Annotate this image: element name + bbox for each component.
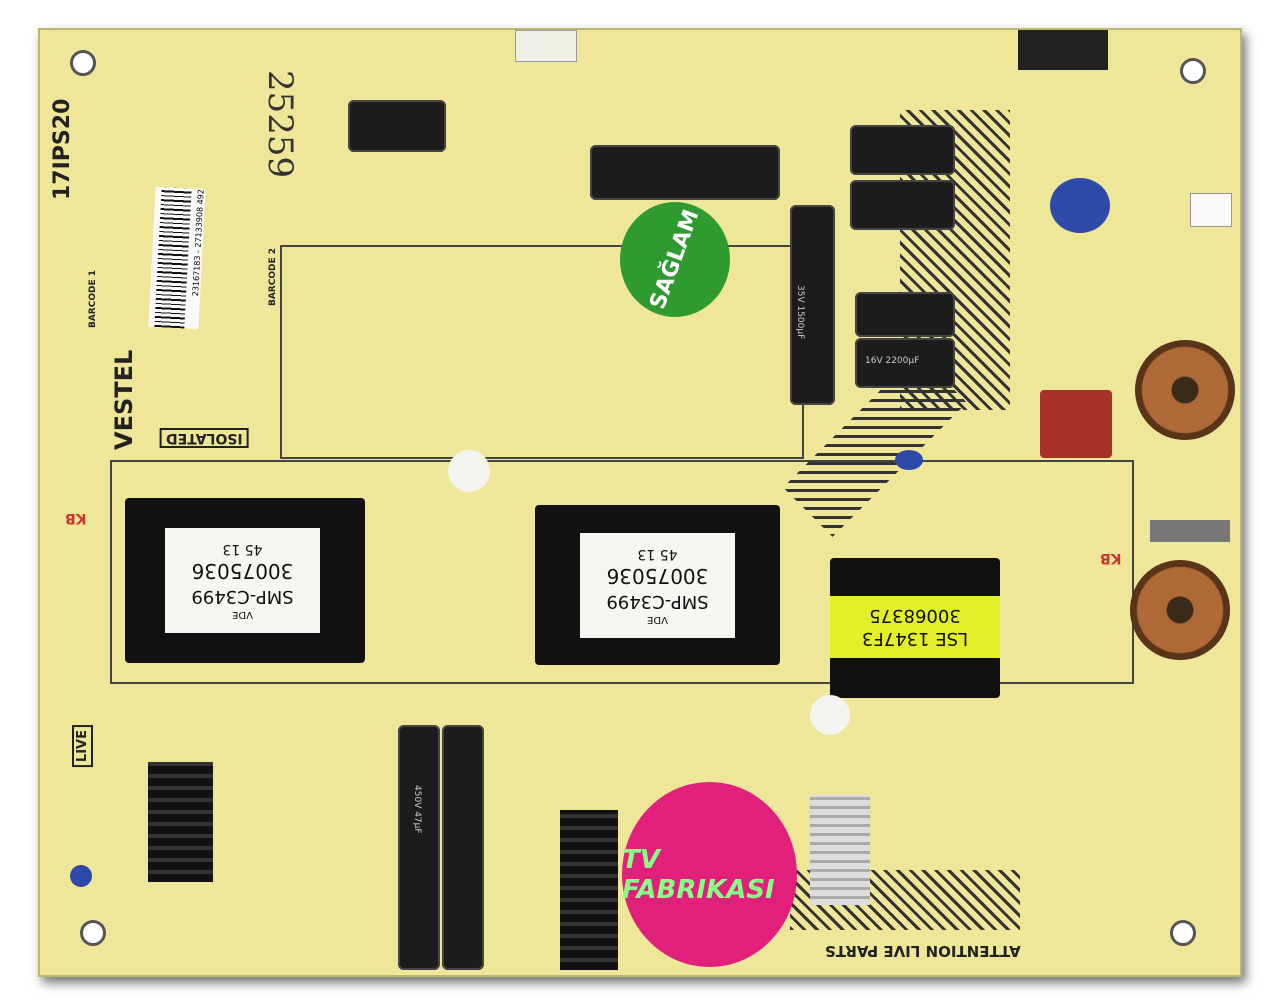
capacitor-rating: 35V 1500µF: [795, 285, 805, 340]
capacitor: [855, 292, 955, 337]
mounting-hole: [1180, 58, 1206, 84]
transformer-part: 30068375: [869, 605, 961, 626]
transformer-label: LSE 1347F3 30068375: [830, 596, 1000, 658]
spacer: [448, 450, 490, 492]
transformer-label: VDE SMP-C3499 30075036 45 13: [580, 533, 735, 638]
connector: [1018, 30, 1108, 70]
transformer-date: 45 13: [637, 546, 678, 563]
toroid-inductor: [1130, 560, 1230, 660]
barcode-1-label: BARCODE 1: [88, 270, 98, 329]
transformer-date: 45 13: [222, 541, 263, 558]
isolated-label: ISOLATED: [160, 428, 249, 448]
x-capacitor: [1040, 390, 1112, 458]
ok-sticker: SAĞLAM: [620, 202, 730, 317]
connector: [515, 30, 577, 62]
kb-marking: KB: [65, 510, 87, 526]
transformer-model: SMP-C3499: [191, 585, 294, 607]
transformer-part: 30075036: [606, 564, 709, 589]
transformer-label: VDE SMP-C3499 30075036 45 13: [165, 528, 320, 633]
live-label: LIVE: [72, 725, 93, 768]
varistor: [1050, 178, 1110, 233]
capacitor-rating: 16V 2200µF: [865, 356, 920, 366]
capacitor-450v: [442, 725, 484, 970]
transformer-model: LSE 1347F3: [861, 628, 969, 650]
heatsink: [810, 795, 870, 905]
transformer-model: SMP-C3499: [606, 590, 709, 612]
barcode-number: 23167183 - 27133908 492: [191, 188, 206, 297]
spacer: [810, 695, 850, 735]
kb-marking: KB: [1100, 550, 1122, 566]
ceramic-capacitor: [70, 865, 92, 887]
pcb-trace: [110, 460, 1134, 684]
vde-mark: VDE: [232, 608, 253, 620]
transformer: LSE 1347F3 30068375: [830, 558, 1000, 698]
mounting-hole: [1170, 920, 1196, 946]
connector: [1190, 193, 1232, 227]
capacitor-1500uf: 35V 1500µF: [790, 205, 835, 405]
heatsink: [148, 762, 213, 882]
transformer: VDE SMP-C3499 30075036 45 13: [535, 505, 780, 665]
capacitor-2200uf: 16V 2200µF: [855, 338, 955, 388]
capacitor: [590, 145, 780, 200]
ok-sticker-text: SAĞLAM: [645, 206, 705, 313]
capacitor-450v: 450V 47µF: [398, 725, 440, 970]
vde-mark: VDE: [647, 613, 668, 625]
connector: [1150, 520, 1230, 542]
capacitor: [348, 100, 446, 152]
capacitor-rating: 450V 47µF: [412, 785, 422, 834]
capacitor: [850, 125, 955, 175]
tv-fabrikasi-logo: TV FABRIKASI: [622, 782, 797, 967]
pcb-board: 17IPS20 VESTEL ISOLATED 25259 23167183 -…: [38, 28, 1242, 977]
ceramic-capacitor: [895, 450, 923, 470]
handwritten-number: 25259: [260, 70, 300, 179]
brand-label: VESTEL: [110, 349, 138, 450]
warning-label: ATTENTION LIVE PARTS: [825, 942, 1021, 960]
logo-text: TV FABRIKASI: [622, 844, 775, 905]
mounting-hole: [70, 50, 96, 76]
model-label: 17IPS20: [50, 98, 75, 200]
mounting-hole: [80, 920, 106, 946]
transformer: VDE SMP-C3499 30075036 45 13: [125, 498, 365, 663]
toroid-inductor: [1135, 340, 1235, 440]
barcode-2-label: BARCODE 2: [268, 248, 278, 307]
heatsink: [560, 810, 618, 970]
transformer-part: 30075036: [191, 559, 294, 584]
barcode-sticker: 23167183 - 27133908 492: [148, 186, 206, 330]
capacitor: [850, 180, 955, 230]
